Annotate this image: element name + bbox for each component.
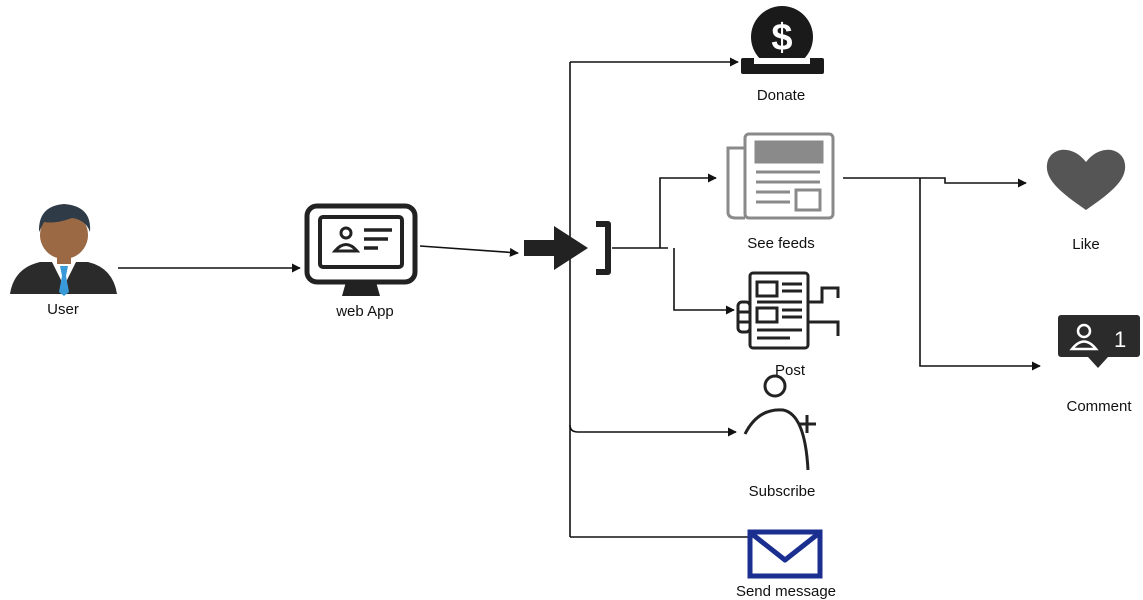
comment-badge-icon: 1 — [1058, 315, 1140, 368]
monitor-profile-icon — [304, 203, 418, 296]
login-arrow-icon — [524, 221, 611, 275]
see-feeds-label: See feeds — [747, 235, 815, 252]
comment-count: 1 — [1114, 327, 1126, 352]
connector-to-subscribe — [569, 424, 737, 437]
connector-to-see-feeds — [659, 173, 717, 248]
heart-icon — [1046, 149, 1126, 210]
web-app-label: web App — [336, 303, 394, 320]
add-user-icon — [743, 374, 816, 471]
comment-label: Comment — [1066, 398, 1132, 415]
like-label: Like — [1072, 236, 1100, 253]
user-label: User — [47, 301, 79, 318]
connector-feeds-to-comment — [919, 178, 1041, 371]
donate-label: Donate — [756, 87, 806, 104]
send-message-label: Send message — [735, 583, 837, 600]
dollar-coin-icon: $ — [741, 6, 824, 74]
connector-to-post — [673, 248, 735, 315]
connector-to-send-message — [570, 536, 757, 549]
user-businessman-icon — [10, 204, 117, 296]
svg-text:$: $ — [771, 17, 792, 59]
connectors — [118, 57, 1041, 549]
newspaper-icon — [726, 132, 835, 220]
envelope-icon — [747, 529, 823, 579]
news-post-icon — [736, 271, 840, 350]
connector-webapp-to-login — [419, 245, 519, 257]
connector-feeds-to-like — [843, 177, 1027, 188]
subscribe-label: Subscribe — [748, 483, 816, 500]
post-label: Post — [774, 362, 806, 379]
